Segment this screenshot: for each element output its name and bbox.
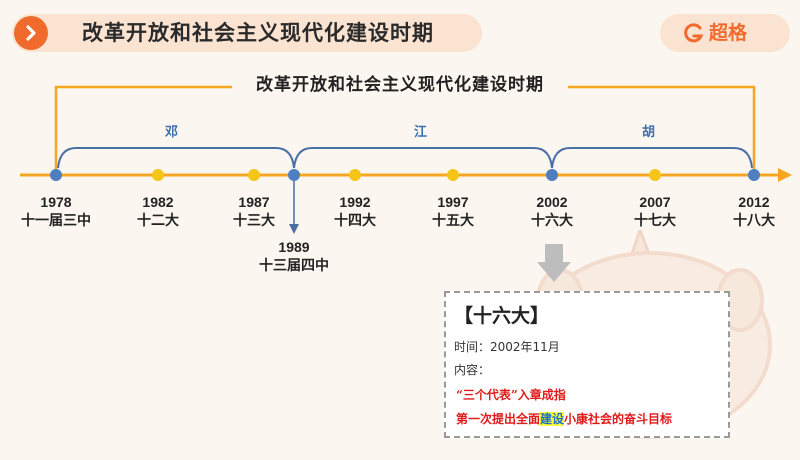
timeline-dot-2002 (546, 169, 558, 181)
node-2012: 2012 十八大 (733, 194, 775, 229)
detail-time: 时间：2002年11月 (454, 340, 560, 354)
timeline-dot-1992 (349, 169, 361, 181)
timeline-dot-2012 (748, 169, 760, 181)
logo-pill (660, 14, 790, 52)
timeline-dot-1989 (288, 169, 300, 181)
detail-heading: 【十六大】 (454, 305, 550, 327)
detail-content-label: 内容： (454, 363, 491, 377)
node-1989: 1989 十三届四中 (259, 239, 329, 274)
node-1987: 1987 十三大 (233, 194, 275, 229)
node-1992: 1992 十四大 (334, 194, 376, 229)
timeline-dot-2007 (649, 169, 661, 181)
era-brace-deng (57, 147, 295, 169)
logo-text: 超格 (709, 22, 748, 44)
timeline-dot-1997 (447, 169, 459, 181)
node-1997: 1997 十五大 (432, 194, 474, 229)
timeline-dot-1987 (248, 169, 260, 181)
title-pill (12, 14, 482, 52)
page-title: 改革开放和社会主义现代化建设时期 (82, 21, 434, 45)
chevron-right-icon[interactable] (14, 16, 48, 50)
node-2007: 2007 十七大 (634, 194, 676, 229)
era-brace-hu (551, 147, 753, 169)
detail-point-2: 第一次提出全面建设小康社会的奋斗目标 (456, 412, 673, 426)
detail-card: 【十六大】 时间：2002年11月 内容： “三个代表”入章成指 第一次提出全面… (444, 291, 730, 438)
timeline-graphic (20, 85, 792, 282)
node-1982: 1982 十二大 (137, 194, 179, 229)
detail-point-1: “三个代表”入章成指 (456, 388, 566, 402)
down-arrow-icon (545, 244, 563, 262)
highlighted-word: 建设 (540, 412, 565, 426)
header-bar: 改革开放和社会主义现代化建设时期 超格 (0, 0, 800, 64)
era-label-deng: 邓 (165, 125, 179, 140)
timeline-dot-1982 (152, 169, 164, 181)
era-brace-jiang (293, 147, 553, 169)
timeline-dot-1978 (50, 169, 62, 181)
era-label-jiang: 江 (414, 125, 428, 140)
node-2002: 2002 十六大 (531, 194, 573, 229)
node-1978: 1978 十一届三中 (21, 194, 91, 229)
timeline-title: 改革开放和社会主义现代化建设时期 (256, 75, 544, 95)
era-label-hu: 胡 (642, 125, 656, 140)
logo-icon (684, 23, 704, 43)
